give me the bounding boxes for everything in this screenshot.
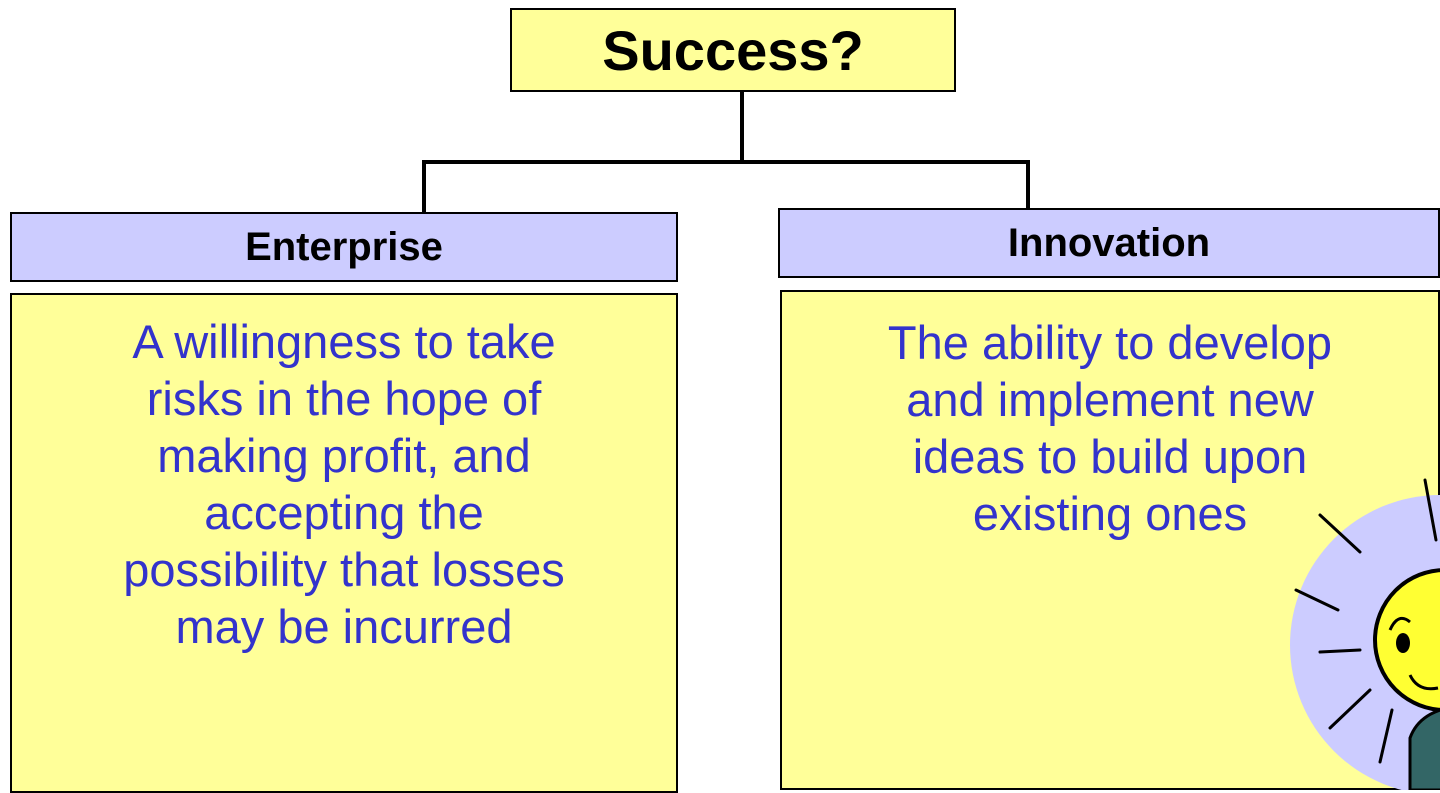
definition-line: possibility that losses	[123, 543, 565, 596]
tree-connectors	[422, 92, 1030, 212]
definition-line: accepting the	[204, 486, 484, 539]
definition-line: risks in the hope of	[146, 372, 542, 425]
definition-line: and implement new	[906, 373, 1314, 426]
sun-character-icon	[1290, 478, 1440, 790]
definition-line: making profit, and	[157, 429, 531, 482]
branch-definition-enterprise: A willingness to take risks in the hope …	[10, 293, 678, 793]
branch-header-innovation: Innovation	[778, 208, 1440, 278]
definition-line: A willingness to take	[132, 315, 556, 368]
branch-title-enterprise: Enterprise	[245, 224, 443, 269]
definition-line: may be incurred	[175, 600, 513, 653]
root-node-label: Success?	[602, 18, 864, 82]
root-node-success: Success?	[510, 8, 956, 92]
branch-header-enterprise: Enterprise	[10, 212, 678, 282]
branch-definition-innovation: The ability to develop and implement new…	[780, 290, 1440, 790]
definition-line: ideas to build upon	[912, 430, 1308, 483]
branch-title-innovation: Innovation	[1007, 220, 1211, 265]
definition-line: The ability to develop	[887, 316, 1333, 369]
definition-line: existing ones	[972, 487, 1248, 540]
